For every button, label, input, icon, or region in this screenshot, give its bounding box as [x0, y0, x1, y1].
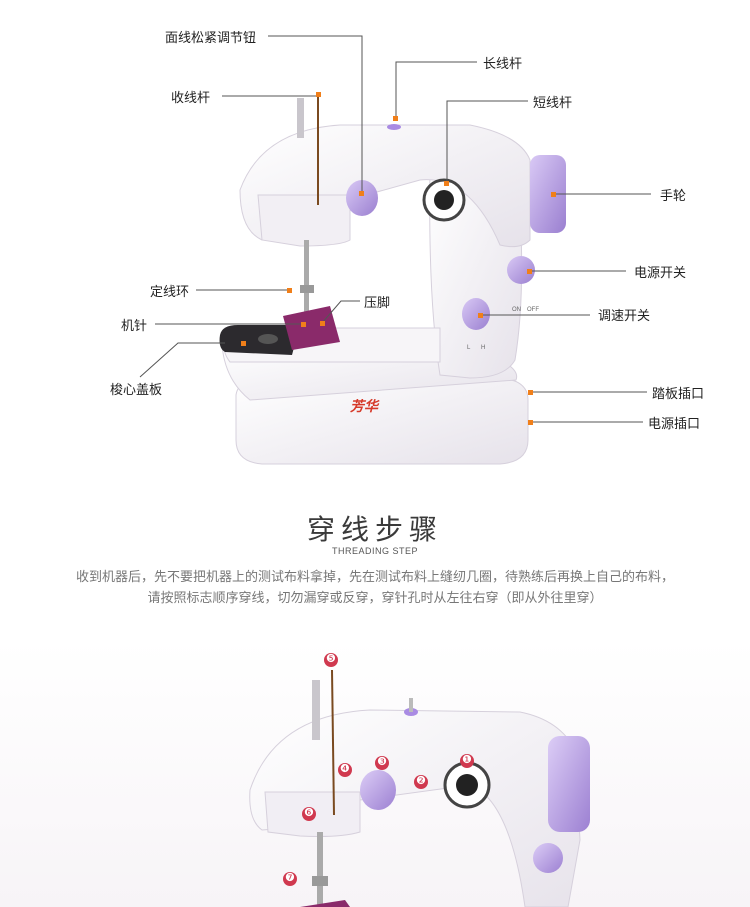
- label-long-spool-pin: 长线杆: [483, 56, 523, 71]
- threading-steps-photo: ❺ ❶ ❷ ❸ ❹ ❻ ❼: [0, 640, 750, 907]
- threading-machine-illustration: [249, 653, 590, 907]
- label-upper-tension: 面线松紧调节钮: [165, 30, 257, 45]
- label-short-spool-pin: 短线杆: [533, 95, 573, 110]
- label-thread-guide-ring: 定线环: [150, 284, 190, 299]
- step-marker-7: ❼: [285, 872, 295, 884]
- switch-mark-on: ON: [512, 307, 521, 313]
- switch-mark-off: OFF: [527, 307, 539, 313]
- label-power-switch: 电源开关: [634, 265, 687, 280]
- label-presser-foot: 压脚: [364, 295, 391, 310]
- label-take-up-lever: 收线杆: [171, 90, 211, 105]
- label-power-socket: 电源插口: [648, 416, 701, 431]
- label-bobbin-cover: 梭心盖板: [110, 382, 163, 397]
- steps-subtitle: THREADING STEP: [331, 546, 418, 556]
- label-needle: 机针: [121, 318, 148, 333]
- step-marker-2: ❷: [416, 775, 426, 787]
- label-pedal-socket: 踏板插口: [652, 386, 705, 401]
- instruction-line-1: 收到机器后，先不要把机器上的测试布料拿掉，先在测试布料上缝纫几圈，待熟练后再换上…: [75, 569, 674, 584]
- sewing-machine-illustration: [139, 35, 651, 465]
- brand-logo: 芳华: [350, 398, 378, 414]
- step-marker-6: ❻: [304, 807, 314, 819]
- step-marker-5: ❺: [326, 653, 336, 665]
- steps-instructions: 收到机器后，先不要把机器上的测试布料拿掉，先在测试布料上缝纫几圈，待熟练后再换上…: [60, 566, 690, 608]
- switch-mark-high: H: [481, 345, 486, 351]
- threading-steps-header: 穿线步骤 THREADING STEP 收到机器后，先不要把机器上的测试布料拿掉…: [0, 490, 750, 640]
- sewing-machine-diagram: 面线松紧调节钮 收线杆 长线杆 短线杆 手轮 电源开关 调速开关 定线环 压脚 …: [110, 30, 705, 465]
- label-handwheel: 手轮: [660, 188, 687, 203]
- step-marker-1: ❶: [462, 754, 472, 766]
- step-marker-3: ❸: [377, 756, 387, 768]
- switch-mark-low: L: [467, 345, 471, 351]
- label-speed-switch: 调速开关: [598, 308, 651, 323]
- instruction-line-2: 请按照标志顺序穿线，切勿漏穿或反穿，穿针孔时从左往右穿（即从外往里穿）: [147, 590, 603, 605]
- step-marker-4: ❹: [340, 763, 350, 775]
- steps-title: 穿线步骤: [306, 513, 443, 546]
